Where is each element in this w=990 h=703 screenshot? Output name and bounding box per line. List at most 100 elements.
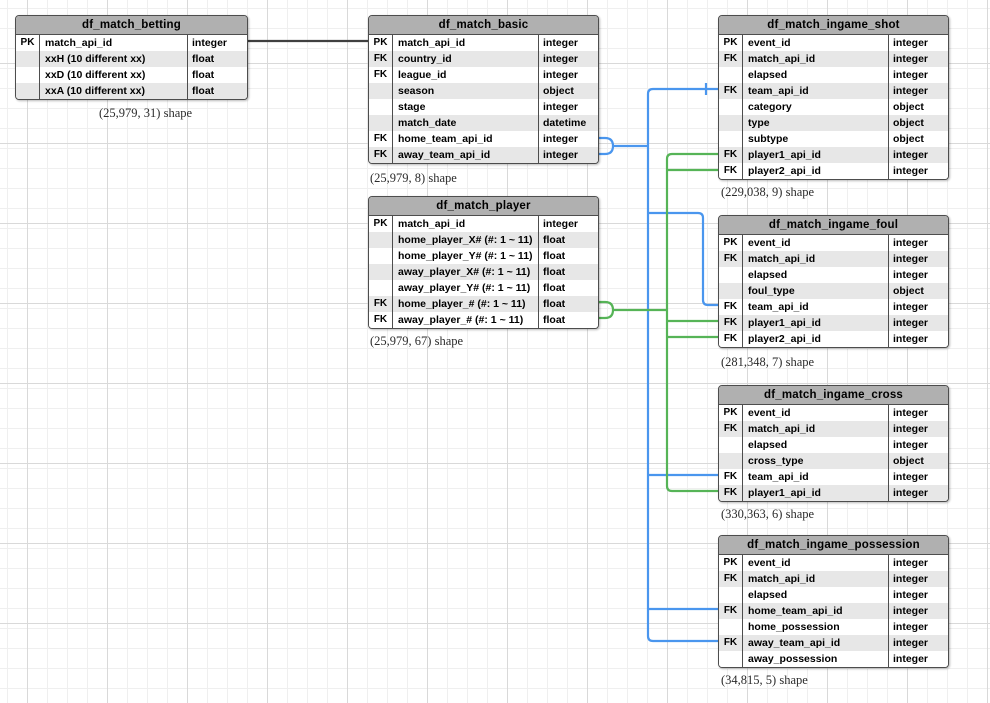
field-row[interactable]: xxA (10 different xx)float (16, 83, 247, 99)
field-row[interactable]: away_player_X# (#: 1 ~ 11)float (369, 264, 598, 280)
field-key (369, 280, 393, 296)
field-name: league_id (393, 67, 539, 83)
table-title[interactable]: df_match_ingame_possession (719, 536, 948, 555)
field-row[interactable]: xxH (10 different xx)float (16, 51, 247, 67)
field-key (719, 651, 743, 667)
shape-caption[interactable]: (229,038, 9) shape (721, 185, 815, 199)
field-name: season (393, 83, 539, 99)
shape-caption[interactable]: (25,979, 8) shape (370, 171, 457, 185)
field-row[interactable]: home_player_Y# (#: 1 ~ 11)float (369, 248, 598, 264)
field-key (16, 67, 40, 83)
table-title[interactable]: df_match_ingame_cross (719, 386, 948, 405)
field-name: away_possession (743, 651, 889, 667)
field-type: integer (893, 573, 929, 585)
shape-caption[interactable]: (25,979, 31) shape (99, 106, 193, 120)
field-type: integer (543, 133, 579, 145)
field-key (369, 232, 393, 248)
field-name: match_api_id (743, 251, 889, 267)
shape-caption[interactable]: (25,979, 67) shape (370, 334, 464, 348)
field-key (719, 587, 743, 603)
field-type: object (893, 133, 924, 145)
field-type: object (893, 455, 924, 467)
table-title[interactable]: df_match_player (369, 197, 598, 216)
table-title[interactable]: df_match_basic (369, 16, 598, 35)
field-key: FK (369, 147, 393, 163)
shape-caption[interactable]: (330,363, 6) shape (721, 507, 815, 521)
field-key (369, 83, 393, 99)
edge-basic-team-trunk-to-shot-and-possession-away[interactable] (646, 87, 718, 643)
field-type: integer (543, 37, 579, 49)
table-title[interactable]: df_match_ingame_foul (719, 216, 948, 235)
table-title[interactable]: df_match_betting (16, 16, 247, 35)
field-type: integer (893, 439, 929, 451)
field-type: float (543, 282, 566, 294)
field-name: match_api_id (743, 421, 889, 437)
field-type: integer (543, 53, 579, 65)
field-type: integer (893, 269, 929, 281)
field-key: PK (719, 405, 743, 421)
field-row[interactable]: away_player_Y# (#: 1 ~ 11)float (369, 280, 598, 296)
edge-player-bracket[interactable] (597, 300, 667, 320)
field-key: FK (719, 147, 743, 163)
field-row[interactable]: xxD (10 different xx)float (16, 67, 247, 83)
shape-caption[interactable]: (34,815, 5) shape (721, 673, 808, 687)
field-row[interactable]: home_player_X# (#: 1 ~ 11)float (369, 232, 598, 248)
edge-basic-team-bracket[interactable] (597, 136, 648, 156)
shape-caption[interactable]: (281,348, 7) shape (721, 355, 815, 369)
table-title[interactable]: df_match_ingame_shot (719, 16, 948, 35)
field-name: home_player_X# (#: 1 ~ 11) (393, 232, 539, 248)
edge-basic-to-foul-team[interactable] (648, 211, 718, 307)
field-name: event_id (743, 35, 889, 51)
edge-player-trunk-to-shot-player1-and-cross-player1[interactable] (665, 152, 718, 493)
field-key: FK (719, 331, 743, 347)
